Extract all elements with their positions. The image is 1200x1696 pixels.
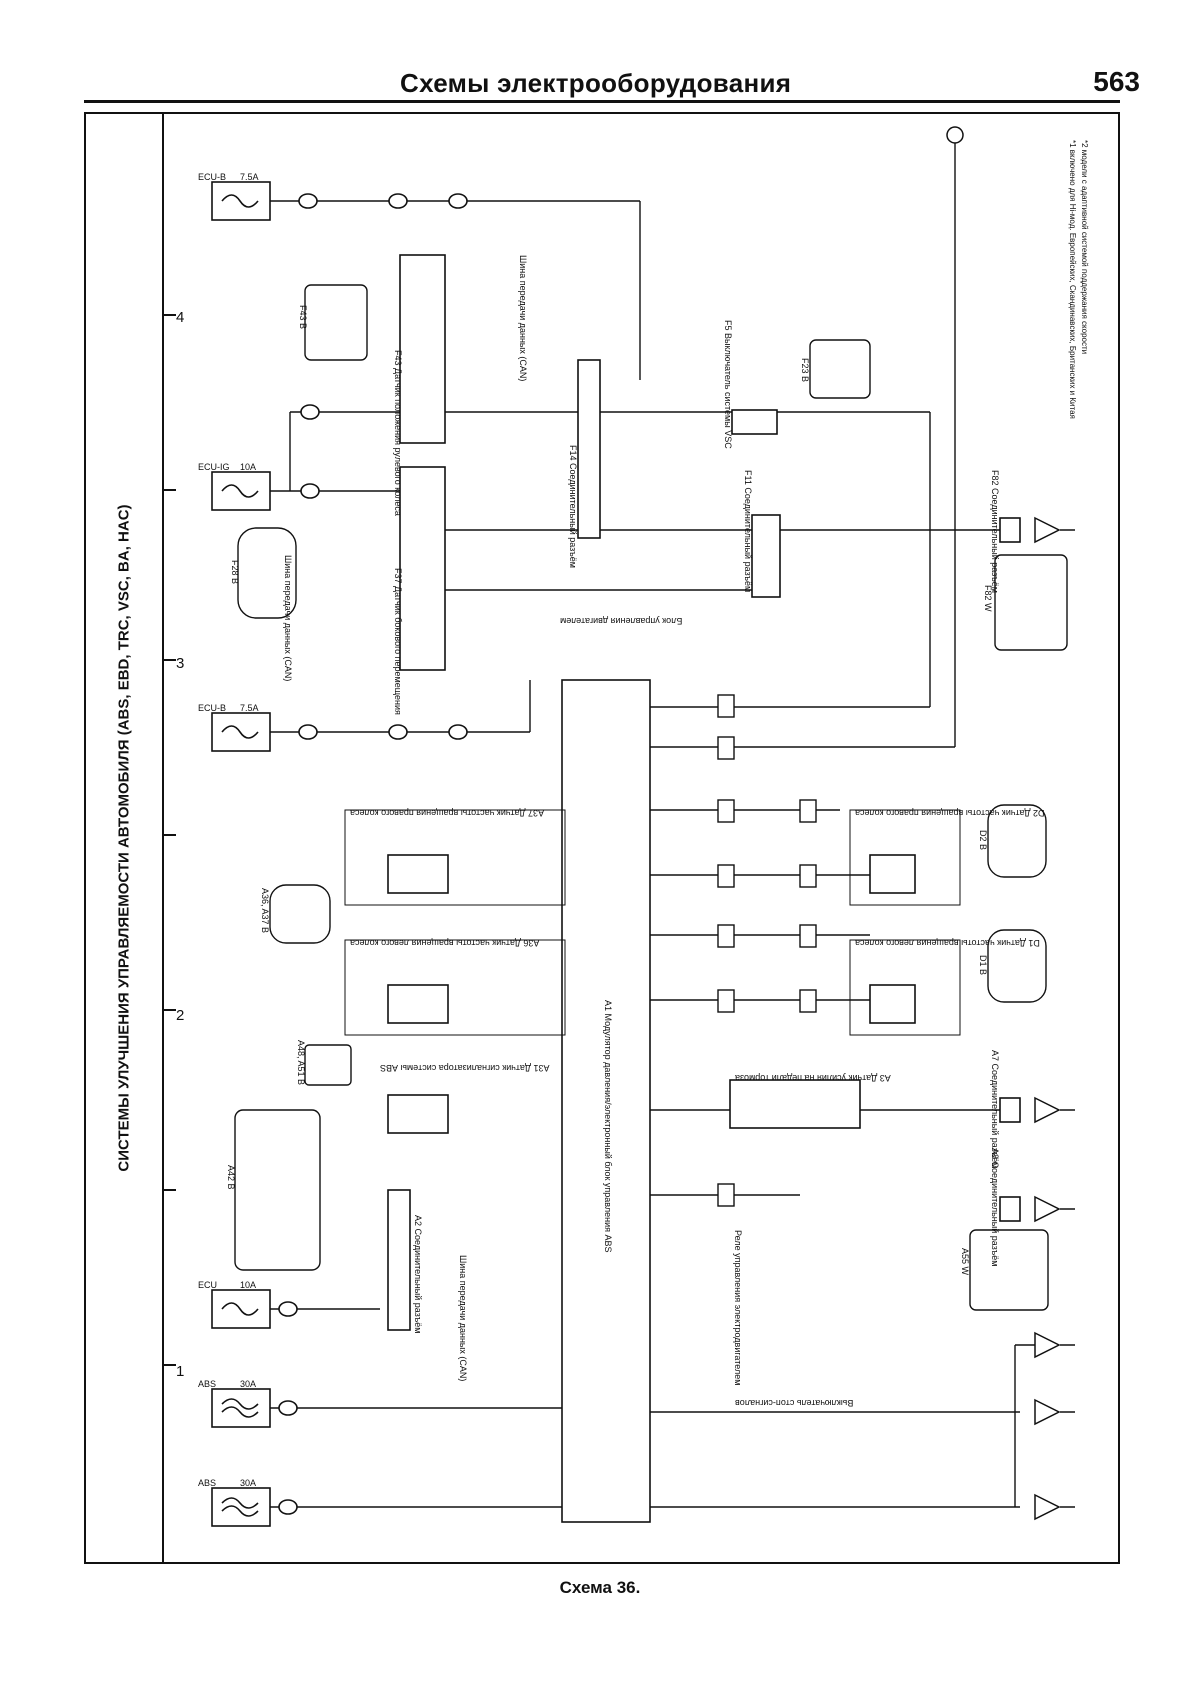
f23-face [809,339,871,399]
junction-f11-box [751,514,781,598]
label-yaw-sensor: F43 Датчик положения рулевого колеса [393,350,403,516]
label-can-bus-3: Шина передачи данных (CAN) [458,1255,468,1381]
label-junction-a8: A8 Соединительный разъём [990,1148,1000,1266]
ground-symbols [946,126,1075,1521]
label-lateral-sensor: F37 Датчик бокового перемещения [393,568,403,715]
label-junction-f82: F82 Соединительный разъём [990,470,1000,593]
vsc-switch-box [731,409,778,435]
header-rule [84,100,1120,103]
f82-face [994,554,1068,651]
a48-face [304,1044,352,1086]
zone-ticks [164,314,176,1366]
zone-2: 2 [176,1007,184,1024]
a36-face [269,884,331,944]
inline-connectors [717,694,817,1207]
conn-f82: F82 W [983,585,993,612]
label-can-bus-1: Шина передачи данных (CAN) [518,255,528,381]
conn-a48: A48, A51 B [296,1040,306,1085]
connector-faces [234,284,1068,1311]
conn-f43: F43 B [298,305,308,329]
conn-a42: A42 B [226,1165,236,1190]
diagram-frame [84,112,1120,1564]
label-relay-link: Реле управления электродвигателем [733,1230,743,1385]
a42-face [234,1109,321,1271]
label-junction-a2: A2 Соединительный разъём [413,1215,423,1333]
page-number: 563 [1093,66,1140,97]
label-junction-a7: A7 Соединительный разъём [990,1050,1000,1168]
fuse-abs2-label: ABS [198,1478,216,1488]
junction-f14-box [577,359,601,539]
junction-a2-box [387,1189,411,1331]
front-right-box [869,854,916,894]
d2-face [987,804,1047,878]
junction-f82-box [999,517,1021,543]
component-boxes [387,254,1021,1523]
zone-3: 3 [176,655,184,672]
label-stop-link: Выключатель стоп-сигналов [735,1398,854,1408]
conn-d1: D1 B [978,955,988,975]
wires [270,135,1035,1508]
fuse-abs1-value: 30A [240,1379,256,1389]
label-rear-right: A37 Датчик частоты вращения правого коле… [350,808,544,818]
label-main-ecu: A1 Модулятор давления/электронный блок у… [603,1000,613,1253]
fuse-abs1-label: ABS [198,1379,216,1389]
note-2: *2 модели с адаптивной системой поддержа… [1080,140,1089,354]
fuse-ecub2-label: ECU-B [198,703,226,713]
label-ecm-link: Блок управления двигателем [560,616,682,626]
fuse-ecub-label: ECU-B [198,172,226,182]
conn-d2: D2 B [978,830,988,850]
label-junction-f11: F11 Соединительный разъём [743,470,753,592]
fuse-ecuig-value: 10A [240,462,256,472]
label-brake-switch: A3 Датчик усилия на педали тормоза [735,1073,891,1083]
sensor-frames [344,809,961,1036]
page-title: Схемы электрооборудования [400,68,792,98]
abs-lamp-box [387,1094,449,1134]
zone-1: 1 [176,1363,184,1380]
main-ecu-box [561,679,651,1523]
conn-a55: A55 W [960,1248,970,1276]
label-vsc-switch: F5 Выключатель системы VSC [723,320,733,449]
note-1: *1 включено для Hi-мод. Европейских, Ска… [1068,140,1077,419]
yaw-sensor-box [399,254,446,444]
side-strip [84,112,164,1564]
junction-a8-box [999,1196,1021,1222]
label-can-bus-2: Шина передачи данных (CAN) [283,555,293,681]
f28-face [237,527,297,619]
f43-face [304,284,368,361]
label-junction-f14: F14 Соединительный разъём [568,445,578,568]
fuse-abs2-value: 30A [240,1478,256,1488]
front-left-box [869,984,916,1024]
label-front-left: D1 Датчик частоты вращения левого колеса [855,938,1040,948]
fuse-ecu-value: 10A [240,1280,256,1290]
rear-right-box [387,854,449,894]
fuses [211,181,271,1527]
label-abs-lamp: A31 Датчик сигнализатора системы ABS [380,1063,549,1073]
fuse-ecub-value: 7.5A [240,172,259,182]
conn-f23: F23 B [800,358,810,382]
fuse-ecuig-label: ECU-IG [198,462,230,472]
lateral-sensor-box [399,466,446,671]
zone-4: 4 [176,309,184,326]
figure-caption: Схема 36. [559,1578,641,1597]
conn-f28: F28 B [230,560,240,584]
d1-face [987,929,1047,1003]
junction-a7-box [999,1097,1021,1123]
rear-left-box [387,984,449,1024]
brake-switch-box [729,1079,861,1129]
fuse-ecub2-value: 7.5A [240,703,259,713]
label-rear-left: A36 Датчик частоты вращения левого колес… [350,938,539,948]
connector-pins [278,193,468,1515]
label-front-right: D2 Датчик частоты вращения правого колес… [855,808,1045,818]
fuse-ecu-label: ECU [198,1280,217,1290]
conn-a36: A36, A37 B [260,888,270,933]
a55-face [969,1229,1049,1311]
